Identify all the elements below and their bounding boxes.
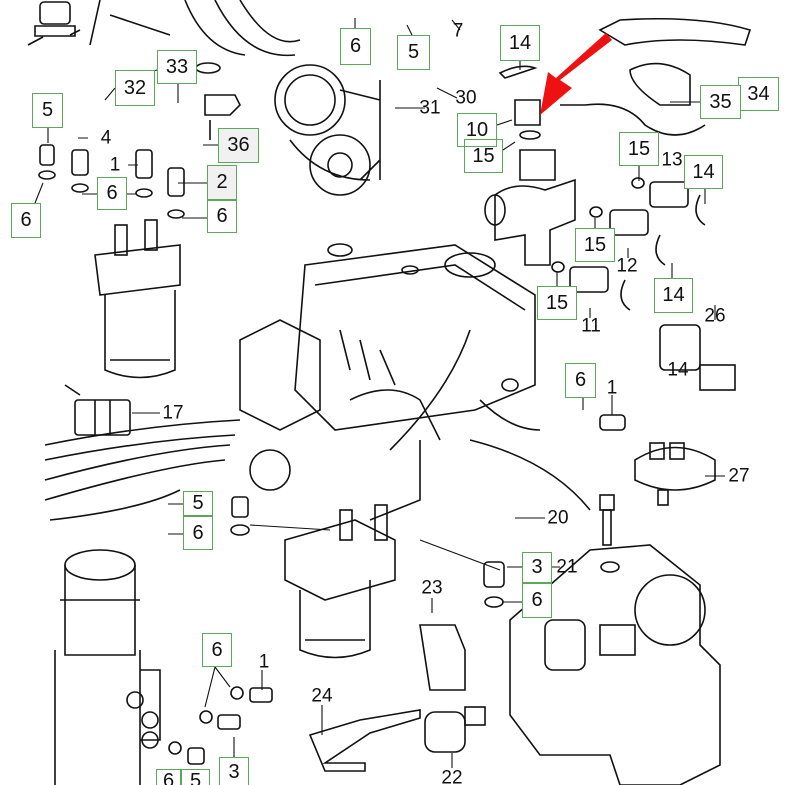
callout-box-34[interactable]: 34 [738,77,779,111]
callout-7: 7 [452,20,464,42]
sensor-27-drawing [634,442,716,506]
callout-box-6[interactable]: 6 [202,633,232,667]
callout-21: 21 [556,556,578,578]
callout-box-3[interactable]: 3 [219,757,249,785]
callout-box-33[interactable]: 33 [157,50,197,84]
red-arrow-indicator [540,33,612,115]
callout-box-15[interactable]: 15 [619,132,659,166]
callout-box-36[interactable]: 36 [218,128,259,163]
sensor-cluster-left [38,62,241,219]
callout-box-6[interactable]: 6 [183,516,213,550]
callout-24: 24 [311,685,333,707]
callout-box-6[interactable]: 6 [565,363,596,398]
callout-17: 17 [162,402,184,424]
callout-box-5[interactable]: 5 [32,93,63,128]
callout-1: 1 [258,651,270,673]
callout-1: 1 [606,377,618,399]
callout-13: 13 [661,149,683,171]
callout-20: 20 [547,507,569,529]
callout-1: 1 [109,154,121,176]
callout-box-15[interactable]: 15 [537,286,577,320]
callout-box-15[interactable]: 15 [464,139,503,173]
callout-12: 12 [616,255,638,277]
connector-17-drawing [64,384,131,436]
fuel-filter-drawing [94,219,181,379]
gasket-drawing-top-right [560,17,752,136]
callout-box-5[interactable]: 5 [183,491,213,516]
callout-box-6[interactable]: 6 [156,769,181,785]
coolant-flange-drawing [484,65,576,266]
callout-23: 23 [421,577,443,599]
right-sensors-drawing [551,177,706,311]
callout-box-35[interactable]: 35 [700,85,741,119]
callout-box-6[interactable]: 6 [97,177,127,210]
callout-14: 14 [667,359,689,381]
callout-box-3[interactable]: 3 [522,552,552,583]
callout-box-32[interactable]: 32 [115,70,155,106]
callout-26: 26 [704,305,726,327]
callout-box-6[interactable]: 6 [522,583,552,618]
callout-box-14[interactable]: 14 [684,155,723,189]
sensor-26-drawing [659,324,736,391]
leader-lines [34,18,739,768]
callout-box-14[interactable]: 14 [500,25,540,61]
callout-4: 4 [100,127,112,149]
callout-box-6[interactable]: 6 [340,28,371,65]
sender-drawings [230,414,626,608]
gearbox-drawing [509,544,721,785]
oil-filter-housing-drawing [54,549,273,785]
callout-box-2[interactable]: 2 [207,165,237,200]
vacuum-valve-drawing [27,1,81,46]
callout-box-15[interactable]: 15 [575,228,615,262]
center-filter-drawing [284,504,396,659]
pulley-drawing-top [89,0,301,57]
callout-31: 31 [419,97,441,119]
callout-box-6[interactable]: 6 [207,200,237,233]
callout-27: 27 [728,465,750,487]
callout-30: 30 [455,87,477,109]
bracket-24-23-22-drawing [308,624,486,772]
callout-box-6[interactable]: 6 [11,203,41,238]
callout-22: 22 [441,767,463,785]
callout-box-14[interactable]: 14 [654,278,693,313]
chassis-rail-drawing [44,419,241,521]
power-steering-pump-drawing [274,64,381,196]
callout-box-5[interactable]: 5 [181,769,210,785]
callout-11: 11 [581,315,601,337]
callout-box-5[interactable]: 5 [397,35,430,70]
callout-box-10[interactable]: 10 [457,113,497,147]
